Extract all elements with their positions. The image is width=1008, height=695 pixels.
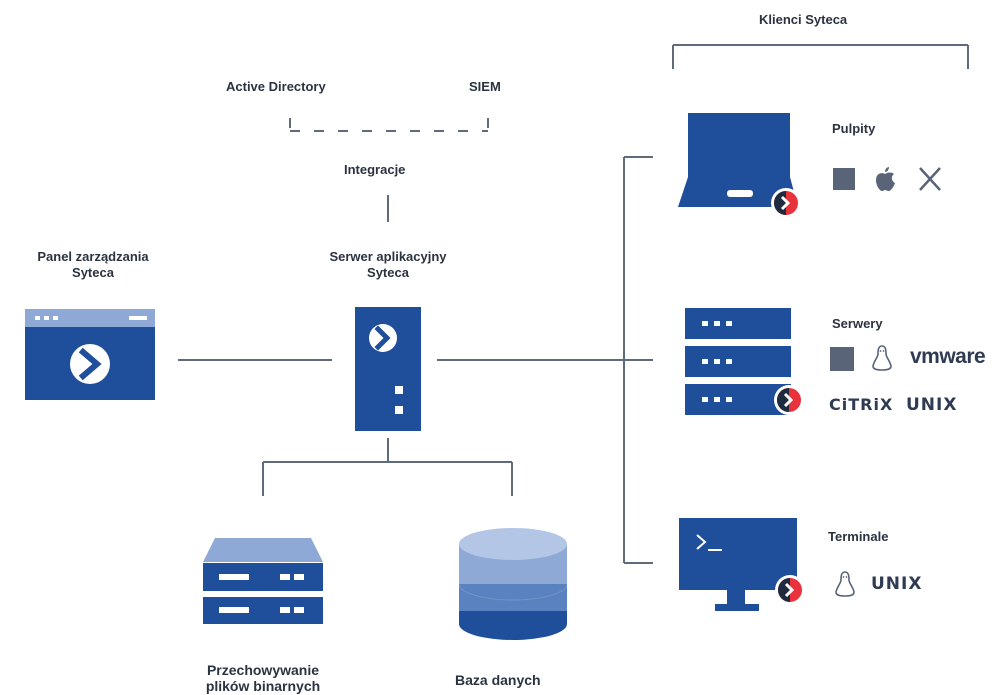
servers-rack-icon: [685, 308, 804, 415]
windows-server-icon: [830, 347, 854, 371]
x-icon: [919, 167, 941, 191]
database-title: Baza danych: [455, 672, 541, 688]
linux-terminal-icon: [835, 571, 855, 597]
database-icon: [459, 528, 567, 640]
windows-icon: [833, 168, 855, 190]
integrations-label: Integracje: [344, 162, 406, 177]
app-server-tower-icon: [355, 307, 421, 431]
desktop-laptop-icon: [678, 113, 801, 217]
terminal-monitor-icon: [679, 518, 805, 611]
citrix-logo: CiTRiX: [829, 395, 894, 414]
apple-icon: [876, 167, 895, 191]
app-server-title: Serwer aplikacyjny Syteca: [329, 249, 447, 280]
clients-title: Klienci Syteca: [759, 12, 848, 27]
unix-server-logo: UNIX: [906, 395, 958, 415]
terminals-label: Terminale: [828, 529, 889, 544]
desktops-label: Pulpity: [832, 121, 876, 136]
binary-storage-icon: [203, 538, 323, 624]
active-directory-label: Active Directory: [226, 79, 326, 94]
vmware-logo: vmware: [910, 345, 986, 368]
storage-title: Przechowywanie plików binarnych: [205, 662, 321, 694]
servers-label: Serwery: [832, 316, 883, 331]
linux-icon: [872, 345, 892, 371]
management-panel-window-icon: [25, 309, 155, 400]
unix-terminal-logo: UNIX: [871, 574, 923, 594]
panel-title: Panel zarządzania Syteca: [37, 249, 149, 280]
siem-label: SIEM: [469, 79, 501, 94]
